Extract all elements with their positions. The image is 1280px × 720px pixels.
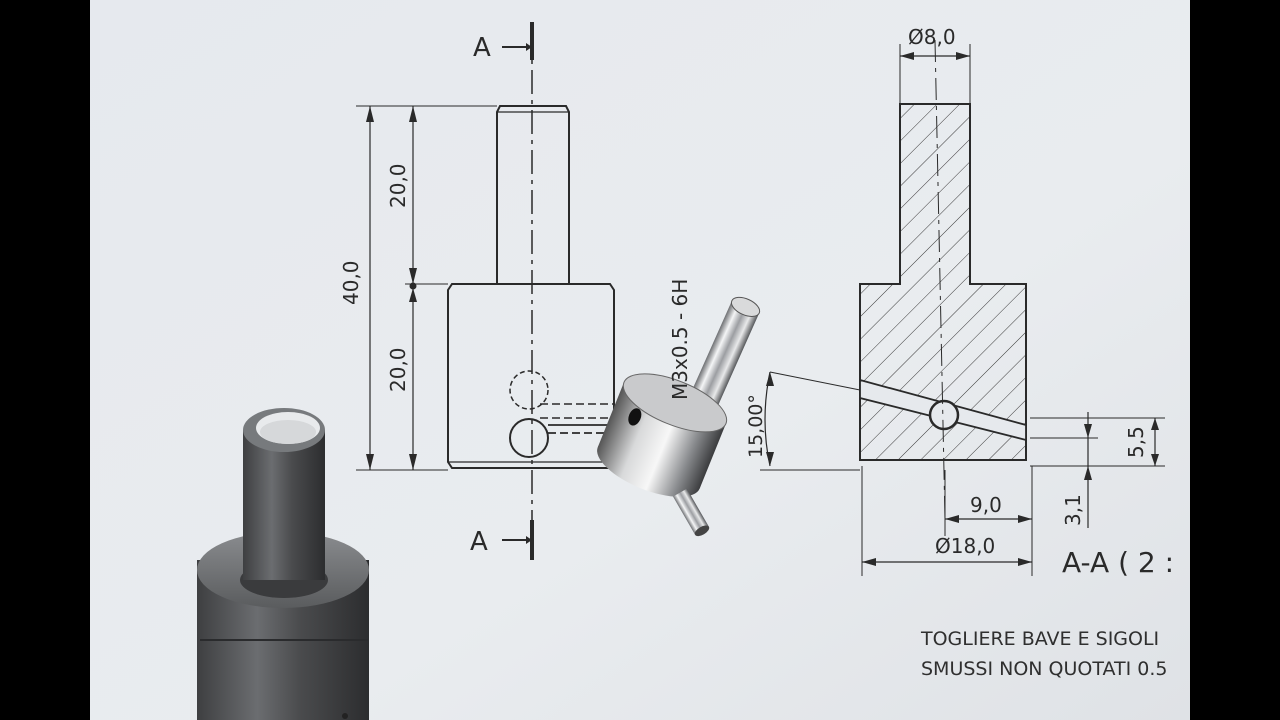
section-view: [760, 39, 1165, 576]
render-3d-part: [197, 408, 369, 720]
labels: A A 40,0 20,0 20,0 M3x0.5 - 6H Ø8,0 15,0…: [339, 25, 1174, 680]
dim-lower-height: 20,0: [386, 347, 410, 392]
section-title: A-A ( 2 :: [1062, 546, 1174, 579]
dim-top-diameter: Ø8,0: [908, 25, 956, 49]
section-mark-top: A: [473, 33, 491, 63]
front-view: [356, 22, 615, 560]
dim-angle: 15,00°: [745, 394, 767, 458]
note-line-2: SMUSSI NON QUOTATI 0.5: [921, 658, 1167, 680]
section-mark-bottom: A: [470, 527, 488, 557]
dim-upper-height: 20,0: [386, 163, 410, 208]
dim-overall-height: 40,0: [339, 260, 363, 305]
dim-radius-9: 9,0: [970, 493, 1002, 517]
note-line-1: TOGLIERE BAVE E SIGOLI: [920, 628, 1159, 650]
dim-base-diameter: Ø18,0: [935, 534, 995, 558]
dim-offset-3-1: 3,1: [1061, 494, 1085, 526]
thread-callout: M3x0.5 - 6H: [668, 279, 692, 400]
machined-part-photo: [597, 296, 761, 537]
dim-offset-5-5: 5,5: [1124, 426, 1148, 458]
